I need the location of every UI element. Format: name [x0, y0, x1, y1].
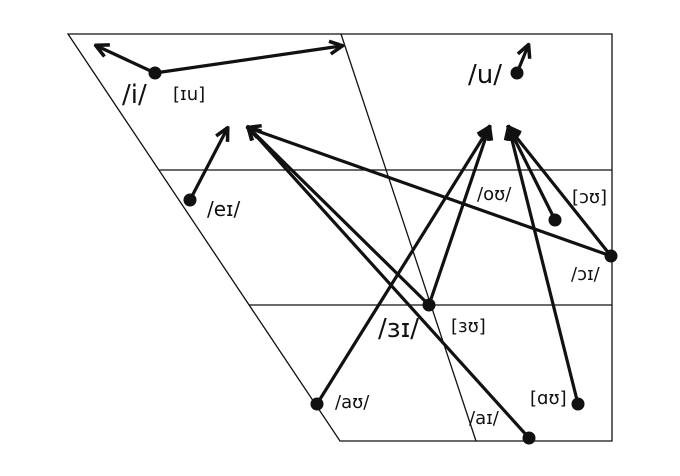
arrow-open-ou: [509, 128, 557, 222]
arrow-ae-u: [509, 128, 580, 406]
label-ae-u: [ɑʊ]: [530, 388, 567, 409]
label-open-ou: [ɔʊ]: [572, 187, 607, 208]
arrow-ei: [188, 129, 227, 202]
arrow-ai: [249, 128, 531, 440]
dot-oi: [604, 249, 618, 263]
dot-i: [148, 66, 162, 80]
label-iu: [ɪu]: [173, 84, 205, 105]
arrow-3-to-front: [249, 128, 431, 307]
arrow-oi: [249, 128, 613, 258]
trapezoid-outline: [66, 33, 613, 442]
label-au: /aʊ/: [335, 392, 370, 413]
dot-open-ou: [548, 213, 562, 227]
label-u: /u/: [468, 60, 502, 90]
dot-u: [510, 66, 524, 80]
arrow-3-to-back: [427, 128, 489, 307]
dot-ai: [522, 431, 536, 445]
label-ai: /aɪ/: [469, 408, 500, 429]
dot-au: [310, 397, 324, 411]
label-ou: /oʊ/: [477, 184, 512, 205]
vowel-labels: /i/ [ɪu] /u/ /eɪ/ /oʊ/ [ɔʊ] /ɔɪ/ /ɜɪ/ [ɜ…: [122, 60, 607, 429]
dot-ae-u: [571, 397, 585, 411]
label-3u: [ɜʊ]: [451, 316, 486, 337]
grid-line-central-divider: [340, 33, 477, 442]
label-i: /i/: [122, 80, 147, 110]
trapezoid-grid: [66, 33, 613, 442]
dot-3: [422, 298, 436, 312]
vowel-dots: [148, 66, 618, 445]
label-3i: /ɜɪ/: [378, 314, 419, 344]
arrow-i-right: [153, 46, 341, 75]
label-oi: /ɔɪ/: [571, 264, 601, 285]
arrow-au: [315, 128, 489, 406]
dot-ei: [183, 193, 197, 207]
label-ei: /eɪ/: [207, 197, 240, 221]
arrow-i-left: [97, 46, 157, 75]
arrow-oi-to-u: [509, 128, 613, 258]
